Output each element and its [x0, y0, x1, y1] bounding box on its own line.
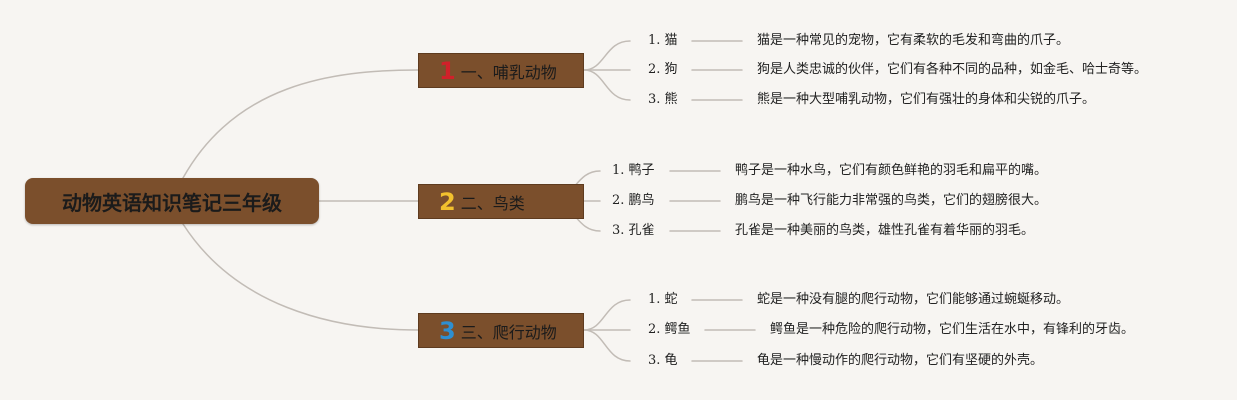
branch-label: 二、鸟类 [460, 193, 525, 213]
leaf-cat[interactable]: 1. 猫 [648, 33, 678, 48]
leaf-crocodile[interactable]: 2. 鳄鱼 [648, 322, 691, 337]
desc-turtle: 龟是一种慢动作的爬行动物，它们有坚硬的外壳。 [757, 353, 1044, 368]
branch-node-reptiles[interactable]: 3 三、爬行动物 [418, 313, 584, 348]
desc-bear: 熊是一种大型哺乳动物，它们有强壮的身体和尖锐的爪子。 [757, 92, 1096, 107]
root-node[interactable]: 动物英语知识笔记三年级 [25, 178, 319, 224]
desc-duck: 鸭子是一种水鸟，它们有颜色鲜艳的羽毛和扁平的嘴。 [735, 163, 1048, 178]
leaf-dog[interactable]: 2. 狗 [648, 62, 678, 77]
connector-b1-leaf-1 [583, 40, 631, 71]
leaf-bear[interactable]: 3. 熊 [648, 92, 678, 107]
desc-snake: 蛇是一种没有腿的爬行动物，它们能够通过蜿蜒移动。 [757, 292, 1070, 307]
connector-b3-leaf-3 [583, 329, 631, 362]
desc-dog: 狗是人类忠诚的伙伴，它们有各种不同的品种，如金毛、哈士奇等。 [757, 62, 1148, 77]
branch-node-birds[interactable]: 2 二、鸟类 [418, 184, 584, 219]
desc-cat: 猫是一种常见的宠物，它有柔软的毛发和弯曲的爪子。 [757, 33, 1070, 48]
leaf-turtle[interactable]: 3. 龟 [648, 353, 678, 368]
branch-label: 一、哺乳动物 [460, 62, 557, 82]
connector-root-branch-1 [182, 69, 419, 179]
branch-label: 三、爬行动物 [460, 322, 557, 342]
connector-root-branch-3 [182, 223, 419, 331]
desc-peacock: 孔雀是一种美丽的鸟类，雄性孔雀有着华丽的羽毛。 [735, 223, 1035, 238]
leaf-duck[interactable]: 1. 鸭子 [612, 163, 655, 178]
branch-node-mammals[interactable]: 1 一、哺乳动物 [418, 53, 584, 88]
number-2-icon: 2 [439, 187, 456, 216]
desc-roc: 鹏鸟是一种飞行能力非常强的鸟类，它们的翅膀很大。 [735, 193, 1048, 208]
number-1-icon: 1 [439, 56, 456, 85]
number-3-icon: 3 [439, 316, 456, 345]
leaf-snake[interactable]: 1. 蛇 [648, 292, 678, 307]
connector-b1-leaf-3 [583, 69, 631, 101]
connector-b3-leaf-1 [583, 299, 631, 331]
leaf-roc[interactable]: 2. 鹏鸟 [612, 193, 655, 208]
desc-crocodile: 鳄鱼是一种危险的爬行动物，它们生活在水中，有锋利的牙齿。 [770, 322, 1135, 337]
root-title: 动物英语知识笔记三年级 [62, 190, 282, 215]
leaf-peacock[interactable]: 3. 孔雀 [612, 223, 655, 238]
